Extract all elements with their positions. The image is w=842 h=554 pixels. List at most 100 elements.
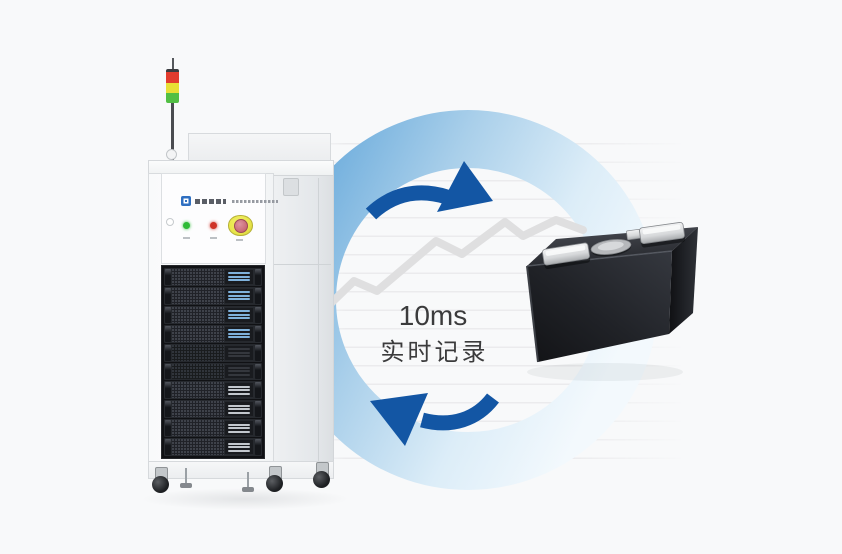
module-display bbox=[225, 270, 253, 284]
tower-pole bbox=[171, 103, 174, 161]
indicator-label bbox=[210, 237, 217, 239]
module-handle bbox=[165, 420, 171, 437]
cabinet-floor-shadow bbox=[140, 488, 350, 510]
indicator-label bbox=[236, 239, 243, 241]
caption-line-realtime: 实时记录 bbox=[380, 339, 489, 366]
module-mesh bbox=[172, 363, 224, 380]
tower-lamp-yellow bbox=[166, 83, 179, 93]
rack-module bbox=[164, 381, 262, 400]
module-handle bbox=[255, 287, 261, 304]
module-handle bbox=[165, 439, 171, 456]
rack-module bbox=[164, 400, 262, 419]
tower-pole-joint bbox=[166, 149, 177, 160]
cycle-arrow-top-tail bbox=[365, 185, 450, 220]
module-handle bbox=[165, 401, 171, 418]
tower-antenna-tip bbox=[172, 58, 174, 70]
module-display bbox=[225, 326, 253, 341]
run-indicator-green bbox=[183, 222, 190, 229]
module-display bbox=[225, 364, 253, 379]
leveling-foot bbox=[180, 468, 192, 492]
module-handle bbox=[255, 344, 261, 361]
caption-line-10ms: 10ms bbox=[398, 300, 468, 331]
rack-module bbox=[164, 343, 262, 362]
module-handle bbox=[255, 401, 261, 418]
module-handle bbox=[165, 306, 171, 323]
module-handle bbox=[165, 363, 171, 380]
cabinet-base bbox=[148, 461, 334, 479]
tower-lamp-cap bbox=[166, 69, 179, 72]
emergency-stop-button bbox=[228, 215, 253, 236]
trend-line bbox=[322, 216, 587, 312]
module-display bbox=[225, 288, 253, 303]
rack-module bbox=[164, 305, 262, 324]
cycle-caption: 10ms 实时记录 bbox=[343, 301, 523, 367]
rack-module bbox=[164, 419, 262, 438]
battery-cell bbox=[526, 222, 698, 363]
leveling-foot bbox=[242, 472, 254, 496]
module-handle bbox=[255, 306, 261, 323]
indicator-label bbox=[183, 237, 190, 239]
rack-module bbox=[164, 268, 262, 286]
battery-front-face bbox=[527, 251, 672, 362]
side-panel-seam bbox=[274, 264, 331, 265]
side-panel-vent bbox=[283, 178, 299, 196]
module-display bbox=[225, 421, 253, 436]
alarm-indicator-red bbox=[210, 222, 217, 229]
module-display bbox=[225, 345, 253, 360]
module-mesh bbox=[172, 306, 224, 323]
estop-knob bbox=[234, 219, 248, 233]
cycle-arrow-top bbox=[365, 161, 493, 220]
module-handle bbox=[255, 363, 261, 380]
module-mesh bbox=[172, 269, 224, 285]
module-mesh bbox=[172, 439, 224, 456]
module-handle bbox=[255, 420, 261, 437]
module-handle bbox=[255, 382, 261, 399]
module-mesh bbox=[172, 344, 224, 361]
module-bay bbox=[161, 265, 265, 459]
module-mesh bbox=[172, 420, 224, 437]
battery-terminal-right bbox=[639, 222, 686, 248]
module-handle bbox=[165, 325, 171, 342]
module-handle bbox=[165, 382, 171, 399]
caster-wheel bbox=[265, 466, 285, 496]
product-model-text bbox=[232, 200, 278, 203]
module-mesh bbox=[172, 325, 224, 342]
panel-keyhole bbox=[166, 218, 174, 226]
module-handle bbox=[165, 287, 171, 304]
brand-name-text bbox=[195, 199, 226, 204]
module-handle bbox=[255, 439, 261, 456]
caster-wheel bbox=[151, 467, 171, 497]
module-handle bbox=[255, 269, 261, 285]
cycle-arrow-bottom bbox=[370, 393, 499, 446]
module-mesh bbox=[172, 287, 224, 304]
rack-module bbox=[164, 324, 262, 343]
module-mesh bbox=[172, 382, 224, 399]
module-display bbox=[225, 440, 253, 455]
module-display bbox=[225, 383, 253, 398]
brand-logo-icon bbox=[181, 196, 191, 206]
cabinet-hood bbox=[188, 133, 331, 165]
battery-right-face bbox=[669, 227, 698, 334]
battery-vent bbox=[590, 239, 632, 257]
side-panel-seam bbox=[318, 178, 319, 461]
module-display bbox=[225, 307, 253, 322]
battery-shadow bbox=[527, 363, 683, 381]
tower-lamp-red bbox=[166, 72, 179, 83]
module-handle bbox=[165, 344, 171, 361]
cycle-arrow-bottom-head bbox=[370, 393, 428, 446]
rack-module bbox=[164, 438, 262, 457]
rack-module bbox=[164, 362, 262, 381]
caster-wheel bbox=[312, 462, 332, 492]
battery-terminal-left bbox=[542, 242, 591, 270]
module-handle bbox=[165, 269, 171, 285]
module-display bbox=[225, 402, 253, 417]
module-mesh bbox=[172, 401, 224, 418]
cycle-arrow-top-head bbox=[437, 161, 493, 212]
module-handle bbox=[255, 325, 261, 342]
cycle-arrow-bottom-tail bbox=[420, 393, 499, 431]
rack-module bbox=[164, 286, 262, 305]
